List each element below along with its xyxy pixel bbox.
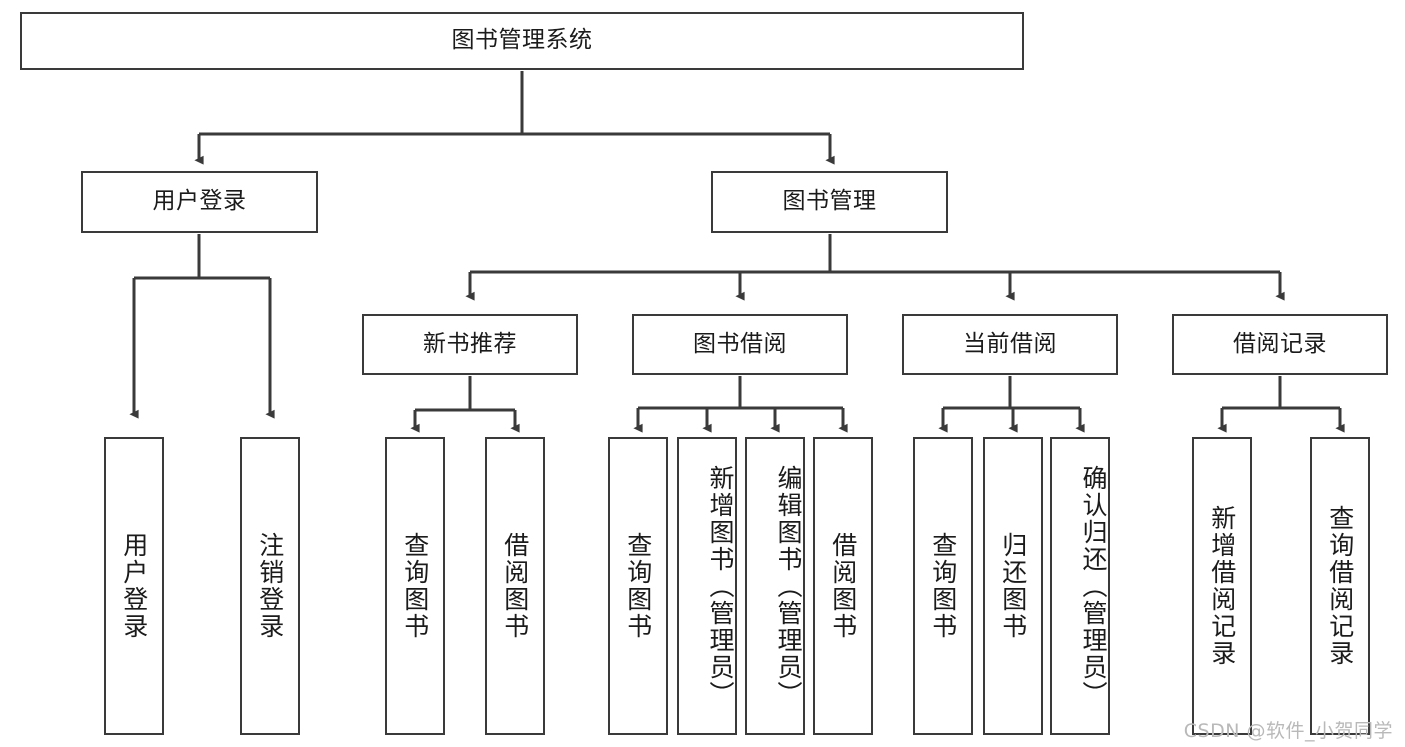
node-leaf-current-borrow-return[interactable]: 归还图书	[983, 437, 1043, 735]
node-leaf-current-borrow-query[interactable]: 查询图书	[913, 437, 973, 735]
node-leaf-borrow-record-add[interactable]: 新增借阅记录	[1192, 437, 1252, 735]
node-leaf-book-borrow-borrow[interactable]: 借阅图书	[813, 437, 873, 735]
node-book-borrow[interactable]: 图书借阅	[632, 314, 848, 375]
node-leaf-book-borrow-edit[interactable]: 编辑图书（管理员）	[745, 437, 805, 735]
csdn-watermark: CSDN @软件_小贺同学	[1183, 720, 1393, 742]
node-new-book-recommend[interactable]: 新书推荐	[362, 314, 578, 375]
node-leaf-user-login-signout[interactable]: 注销登录	[240, 437, 300, 735]
node-leaf-new-book-borrow[interactable]: 借阅图书	[485, 437, 545, 735]
node-borrow-record[interactable]: 借阅记录	[1172, 314, 1388, 375]
node-leaf-user-login-signin[interactable]: 用户登录	[104, 437, 164, 735]
node-leaf-book-borrow-add[interactable]: 新增图书（管理员）	[677, 437, 737, 735]
node-leaf-book-borrow-query[interactable]: 查询图书	[608, 437, 668, 735]
node-current-borrow[interactable]: 当前借阅	[902, 314, 1118, 375]
node-leaf-current-borrow-confirm-return[interactable]: 确认归还（管理员）	[1050, 437, 1110, 735]
node-root-book-management-system[interactable]: 图书管理系统	[20, 12, 1024, 70]
node-leaf-borrow-record-query[interactable]: 查询借阅记录	[1310, 437, 1370, 735]
node-leaf-new-book-query[interactable]: 查询图书	[385, 437, 445, 735]
node-user-login[interactable]: 用户登录	[81, 171, 318, 233]
node-book-management[interactable]: 图书管理	[711, 171, 948, 233]
